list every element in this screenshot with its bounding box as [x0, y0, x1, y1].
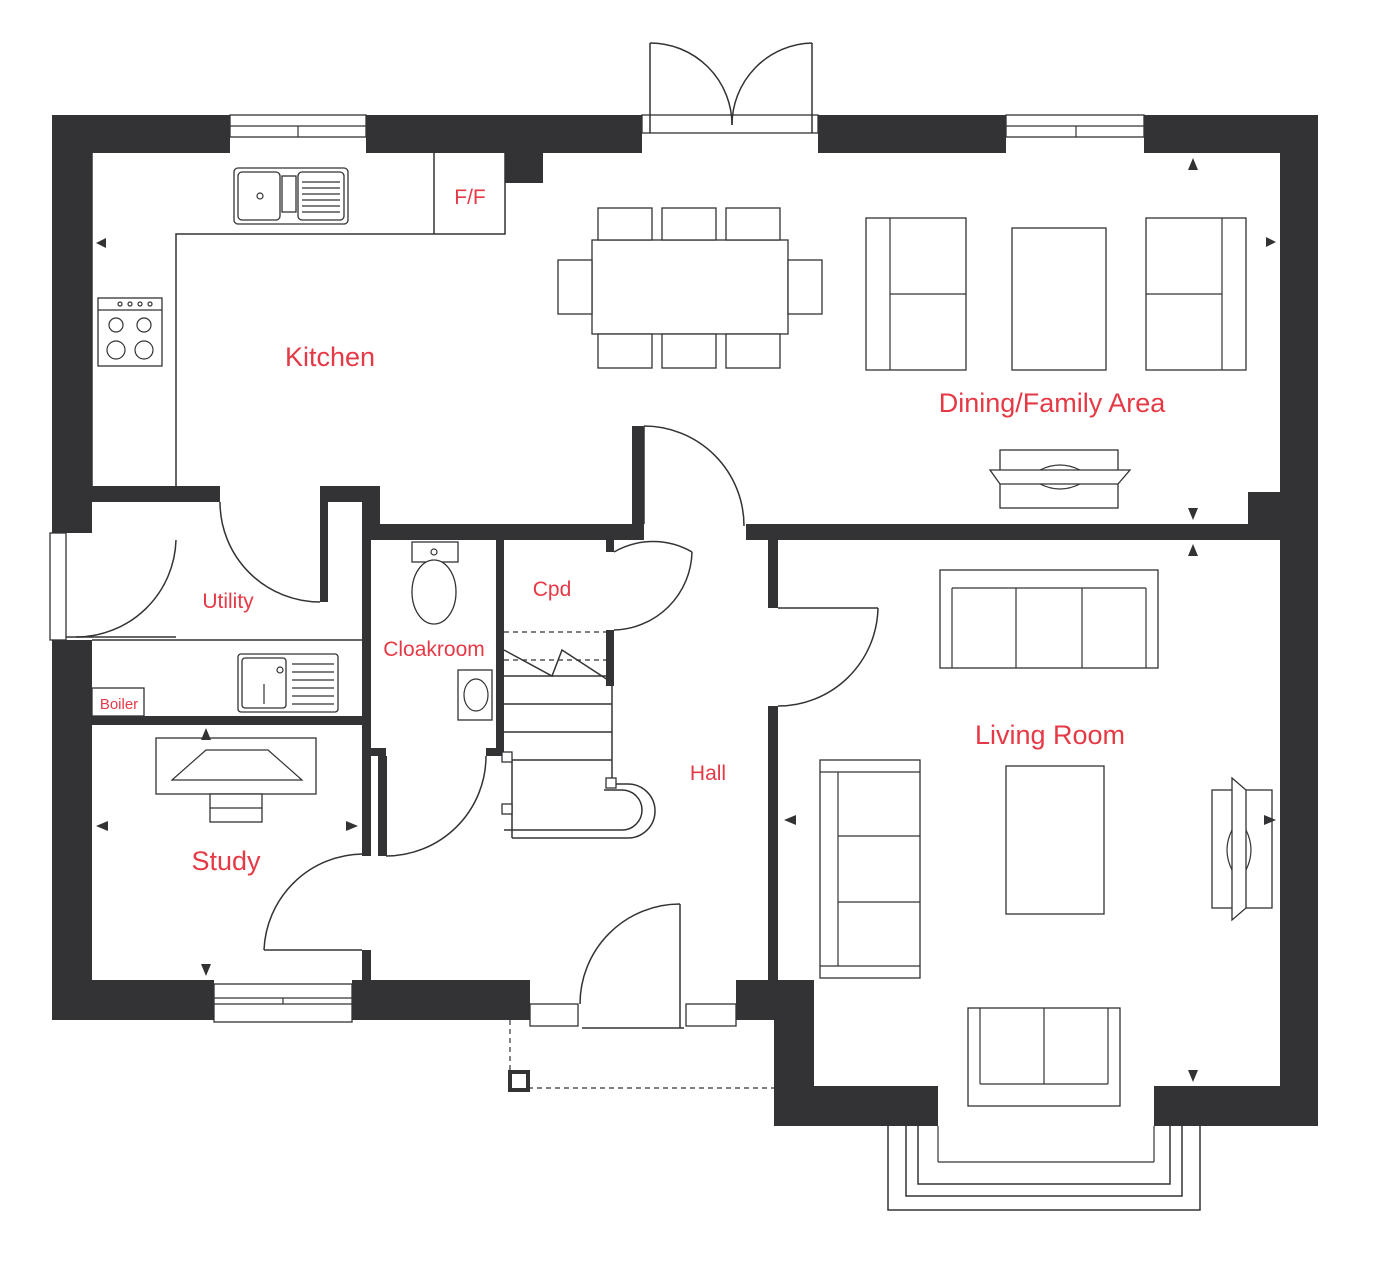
label-living-room: Living Room [975, 720, 1125, 750]
label-dining-family: Dining/Family Area [939, 388, 1167, 418]
label-utility: Utility [202, 590, 254, 613]
doors [66, 42, 879, 1029]
label-hall: Hall [690, 762, 726, 785]
label-kitchen: Kitchen [285, 342, 375, 372]
label-boiler: Boiler [100, 696, 138, 713]
windows [49, 114, 1201, 1211]
living-furniture [819, 569, 1273, 1107]
room-labels: Kitchen Dining/Family Area Utility Boile… [100, 186, 1166, 876]
utility-fittings [91, 639, 362, 823]
cloakroom-stairs [411, 541, 656, 839]
label-cupboard: Cpd [533, 578, 572, 601]
dining-furniture [557, 207, 1247, 509]
dimension-arrows [96, 158, 1276, 1082]
label-study: Study [191, 846, 261, 876]
kitchen-fittings [91, 153, 506, 486]
interior-walls [92, 426, 1280, 980]
label-cloakroom: Cloakroom [383, 638, 485, 661]
exterior-walls [52, 115, 1318, 1126]
label-fridge-freezer: F/F [454, 186, 486, 209]
porch-outline [508, 1020, 774, 1092]
